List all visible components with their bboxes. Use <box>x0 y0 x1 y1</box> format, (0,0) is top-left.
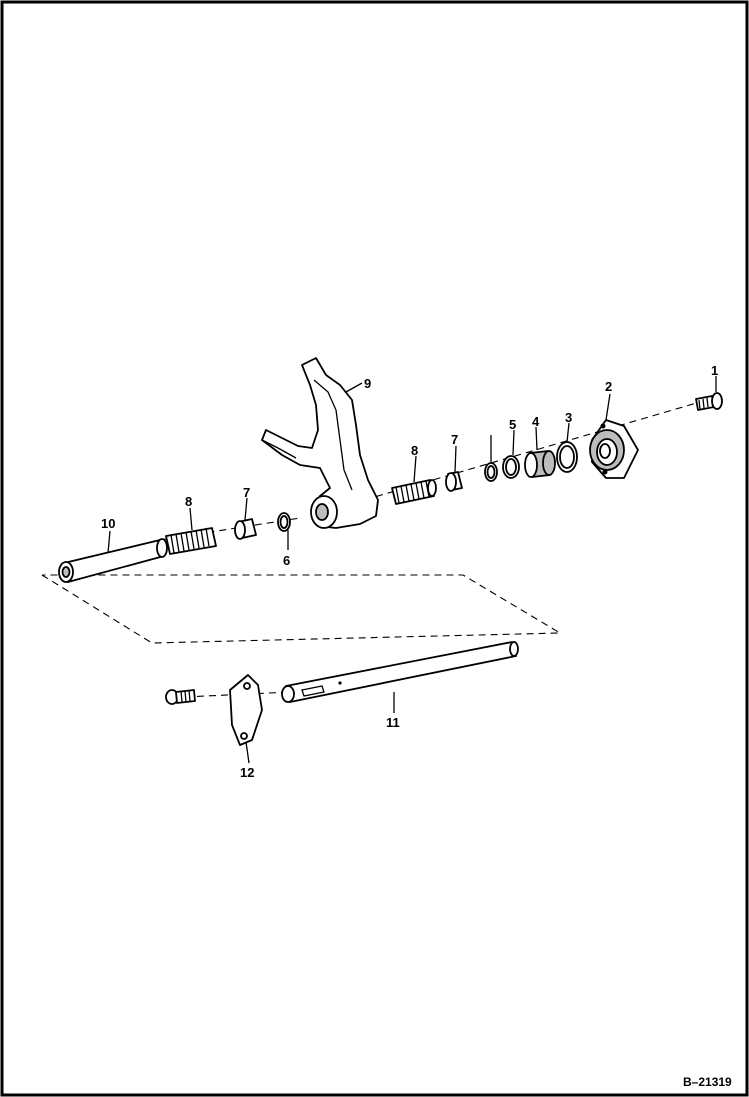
part-7-spacer-right <box>445 471 463 492</box>
callout-5: 5 <box>509 417 516 432</box>
callout-1: 1 <box>711 363 718 378</box>
part-10-rod <box>58 538 168 583</box>
part-2-housing <box>589 419 639 479</box>
callout-6: 6 <box>283 553 290 568</box>
part-5-o-ring <box>502 455 520 479</box>
figure-id: B–21319 <box>683 1075 732 1089</box>
part-bolt-lower <box>165 689 196 705</box>
part-3-snap-ring <box>556 441 578 473</box>
leader-lines <box>107 376 717 764</box>
part-11-shift-shaft <box>281 641 519 703</box>
callout-8-left: 8 <box>185 494 192 509</box>
part-retaining-ring-right <box>484 462 498 482</box>
callout-7-right: 7 <box>451 432 458 447</box>
part-4-bushing <box>524 450 556 478</box>
callout-3: 3 <box>565 410 572 425</box>
callout-4: 4 <box>532 414 540 429</box>
part-9-shift-fork <box>261 357 379 529</box>
callout-10: 10 <box>101 516 115 531</box>
part-7-spacer-left <box>234 518 257 540</box>
callout-11: 11 <box>386 715 400 730</box>
part-8-spring-left <box>165 527 217 555</box>
part-8-spring-right <box>391 479 437 505</box>
part-12-plate <box>229 674 263 746</box>
callout-9: 9 <box>364 376 371 391</box>
part-6-retaining-ring <box>277 512 291 532</box>
callout-7-left: 7 <box>243 485 250 500</box>
callouts: 1 2 3 4 5 6 7 7 8 8 9 10 11 12 <box>101 363 718 780</box>
part-1-bolt <box>695 392 723 411</box>
callout-2: 2 <box>605 379 612 394</box>
callout-8-right: 8 <box>411 443 418 458</box>
callout-12: 12 <box>240 765 254 780</box>
